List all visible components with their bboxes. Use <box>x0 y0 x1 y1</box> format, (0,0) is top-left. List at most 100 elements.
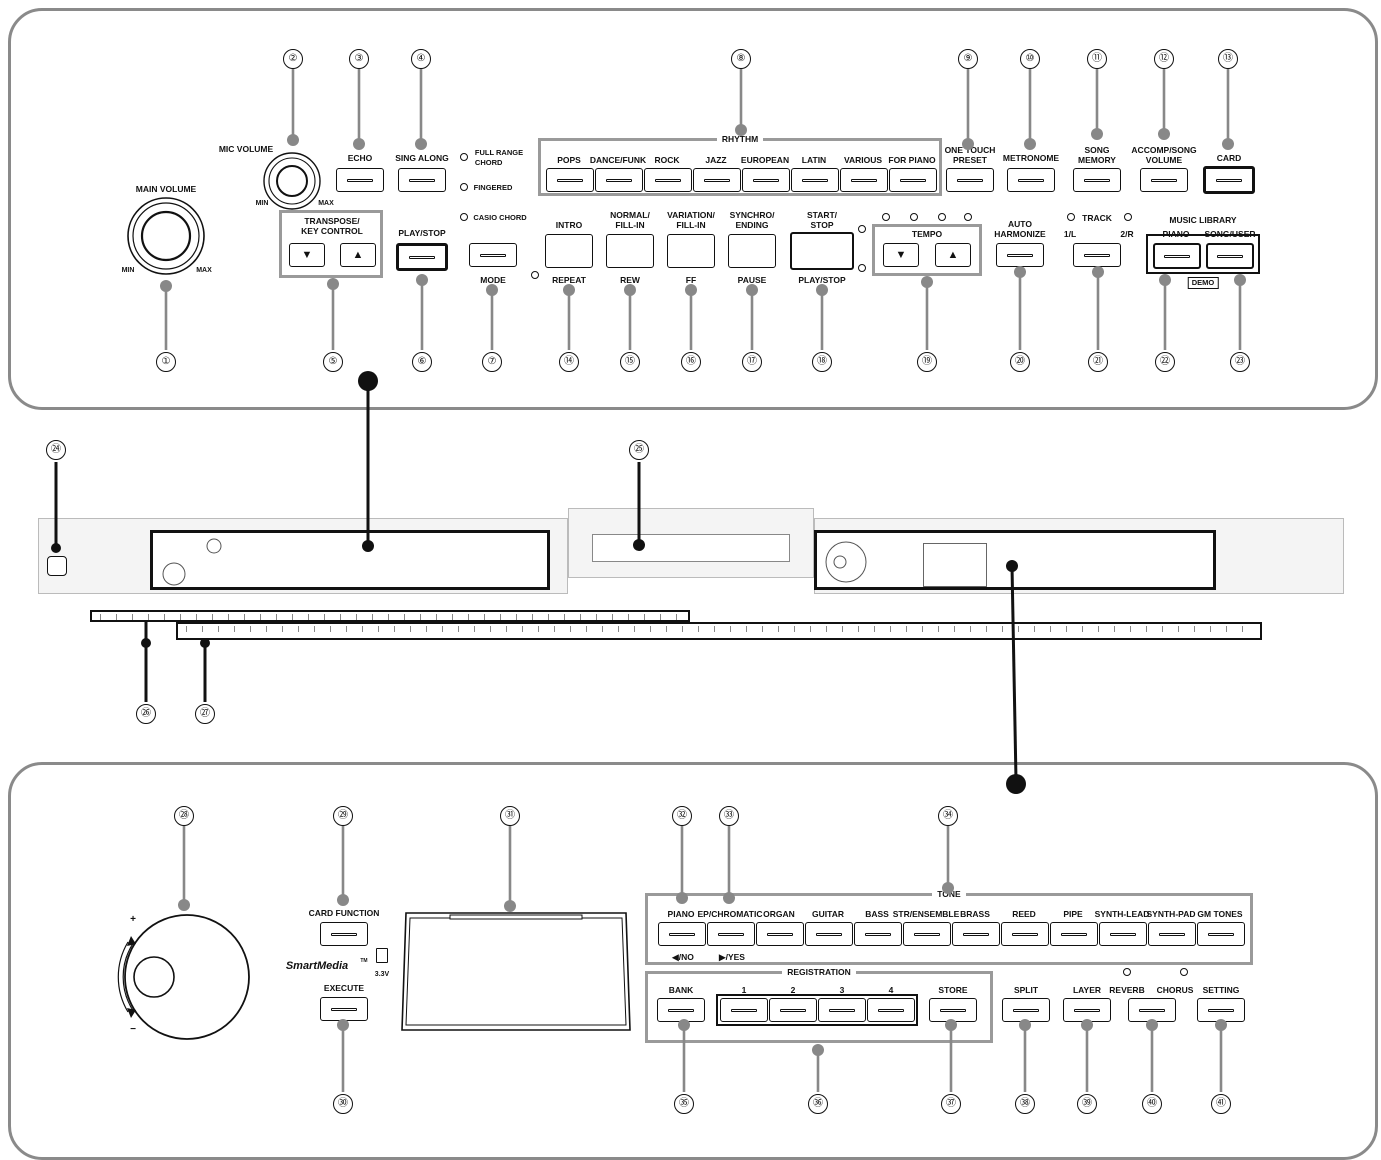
normal-fill-in-button[interactable] <box>606 234 654 268</box>
tone-button-synth-lead[interactable] <box>1099 922 1147 946</box>
registration-title: REGISTRATION <box>782 967 856 977</box>
callout-40: ㊵ <box>1142 1094 1162 1114</box>
one-touch-preset-button[interactable] <box>946 168 994 192</box>
key-label-tick <box>618 626 619 632</box>
intro-button[interactable] <box>545 234 593 268</box>
tempo-label: TEMPO <box>911 229 943 239</box>
rhythm-button-latin[interactable] <box>791 168 839 192</box>
setting-button[interactable] <box>1197 998 1245 1022</box>
key-label-tick <box>282 626 283 632</box>
accomp-song-volume-button[interactable] <box>1140 168 1188 192</box>
key-label-tick <box>746 626 747 632</box>
callout-8: ⑧ <box>731 49 751 69</box>
callout-38: ㊳ <box>1015 1094 1035 1114</box>
key-label-tick <box>244 614 245 620</box>
tone-button-piano[interactable] <box>658 922 706 946</box>
start-play-stop-label: PLAY/STOP <box>798 275 846 285</box>
start-stop-button[interactable] <box>790 232 854 270</box>
variation-fill-in-button[interactable] <box>667 234 715 268</box>
tone-label-synth-pad: SYNTH-PAD <box>1146 909 1196 919</box>
reverb-led <box>1123 968 1131 976</box>
sing-along-button[interactable] <box>398 168 446 192</box>
key-label-tick <box>1146 626 1147 632</box>
callout-35: ㉟ <box>674 1094 694 1114</box>
key-label-tick <box>676 614 677 620</box>
key-label-tick <box>826 626 827 632</box>
key-label-tick <box>234 626 235 632</box>
rhythm-button-dance-funk[interactable] <box>595 168 643 192</box>
top-panel-detail <box>8 8 1378 410</box>
tone-button-ep-chromatic[interactable] <box>707 922 755 946</box>
key-label-tick <box>1194 626 1195 632</box>
callout-9: ⑨ <box>958 49 978 69</box>
registration-button-4[interactable] <box>867 998 915 1022</box>
metronome-button[interactable] <box>1007 168 1055 192</box>
value-dial[interactable] <box>112 902 262 1052</box>
piano-library-button[interactable] <box>1153 243 1201 269</box>
rhythm-button-pops[interactable] <box>546 168 594 192</box>
rhythm-label-pops: POPS <box>557 155 581 165</box>
tone-button-reed[interactable] <box>1001 922 1049 946</box>
key-label-tick <box>548 614 549 620</box>
main-volume-max-label: MAX <box>196 267 212 274</box>
key-label-tick <box>372 614 373 620</box>
key-label-tick <box>538 626 539 632</box>
track-1-led <box>1067 213 1075 221</box>
track-button[interactable] <box>1073 243 1121 267</box>
registration-button-1[interactable] <box>720 998 768 1022</box>
main-volume-knob[interactable] <box>126 196 206 276</box>
tone-button-gm-tones[interactable] <box>1197 922 1245 946</box>
song-user-button[interactable] <box>1206 243 1254 269</box>
key-label-tick <box>580 614 581 620</box>
tone-button-synth-pad[interactable] <box>1148 922 1196 946</box>
rhythm-button-various[interactable] <box>840 168 888 192</box>
tempo-up-button[interactable]: ▲ <box>935 243 971 267</box>
rhythm-button-jazz[interactable] <box>693 168 741 192</box>
registration-button-3[interactable] <box>818 998 866 1022</box>
tone-label-str-ensemble: STR/ENSEMBLE <box>892 909 960 919</box>
transpose-up-button[interactable]: ▲ <box>340 243 376 267</box>
key-label-tick <box>164 614 165 620</box>
rhythm-group: RHYTHM <box>538 134 942 196</box>
reverb-chorus-button[interactable] <box>1128 998 1176 1022</box>
main-volume-label: MAIN VOLUME <box>135 184 197 194</box>
tone-button-brass[interactable] <box>952 922 1000 946</box>
tone-button-str-ensemble[interactable] <box>903 922 951 946</box>
key-label-tick <box>346 626 347 632</box>
registration-label-2: 2 <box>790 985 796 995</box>
synchro-ending-button[interactable] <box>728 234 776 268</box>
tone-title: TONE <box>932 889 966 899</box>
song-memory-button[interactable] <box>1073 168 1121 192</box>
power-button[interactable] <box>47 556 67 576</box>
tone-label-synth-lead: SYNTH-LEAD <box>1094 909 1150 919</box>
card-button[interactable] <box>1203 166 1255 194</box>
key-label-tick <box>1178 626 1179 632</box>
start-stop-led-top <box>858 225 866 233</box>
transpose-down-button[interactable]: ▼ <box>289 243 325 267</box>
tone-button-bass[interactable] <box>854 922 902 946</box>
callout-27: ㉗ <box>195 704 215 724</box>
key-label-tick <box>1050 626 1051 632</box>
mode-button[interactable] <box>469 243 517 267</box>
play-stop-button[interactable] <box>396 243 448 271</box>
tone-label-ep-chromatic: EP/CHROMATIC <box>697 909 763 919</box>
tempo-led-1 <box>882 213 890 221</box>
tone-button-organ[interactable] <box>756 922 804 946</box>
rhythm-button-rock[interactable] <box>644 168 692 192</box>
registration-button-2[interactable] <box>769 998 817 1022</box>
key-label-tick <box>682 626 683 632</box>
echo-button[interactable] <box>336 168 384 192</box>
rhythm-button-european[interactable] <box>742 168 790 192</box>
execute-button[interactable] <box>320 997 368 1021</box>
transpose-group <box>279 210 383 278</box>
rhythm-button-for-piano[interactable] <box>889 168 937 192</box>
dial-plus-label: + <box>130 914 136 925</box>
key-label-tick <box>522 626 523 632</box>
tone-button-guitar[interactable] <box>805 922 853 946</box>
tone-label-brass: BRASS <box>960 909 990 919</box>
tone-button-pipe[interactable] <box>1050 922 1098 946</box>
card-function-button[interactable] <box>320 922 368 946</box>
tempo-down-button[interactable]: ▼ <box>883 243 919 267</box>
mic-volume-knob[interactable] <box>262 151 322 211</box>
execute-label: EXECUTE <box>323 983 365 993</box>
